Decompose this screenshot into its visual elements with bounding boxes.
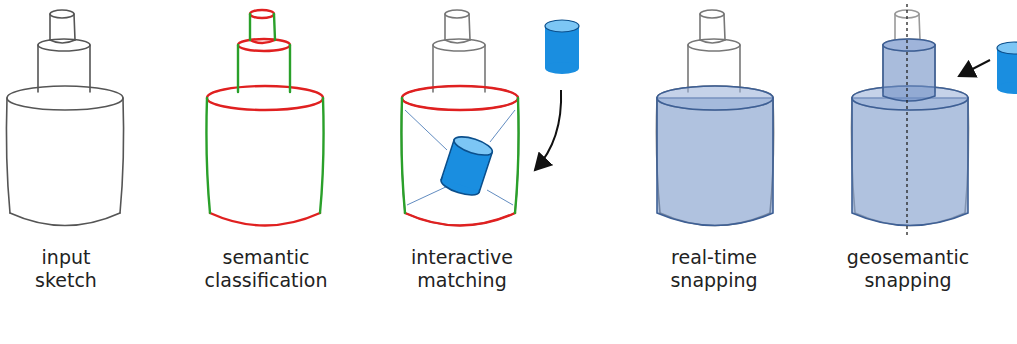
panel-caption: input sketch <box>26 246 106 292</box>
panel-caption: interactive matching <box>395 246 530 292</box>
panel-caption: semantic classification <box>181 246 351 292</box>
panel-caption: real-time snapping <box>657 246 772 292</box>
panel-caption: geosemantic snapping <box>841 246 976 292</box>
